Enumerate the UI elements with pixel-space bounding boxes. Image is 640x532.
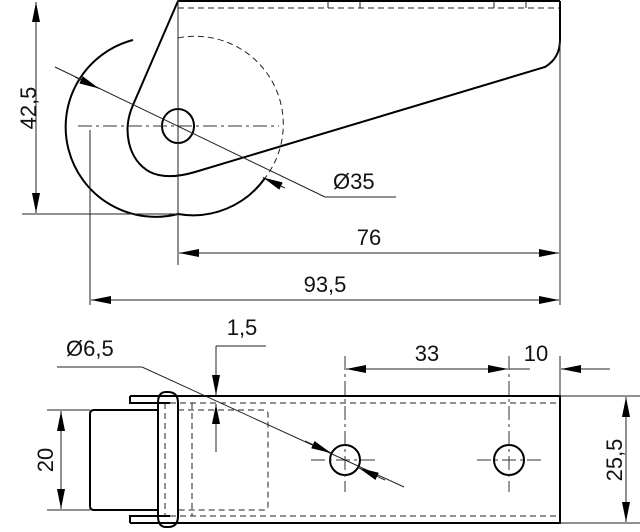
leader-wheel-diameter [54,66,326,198]
bracket-flanges [129,395,170,524]
dim-label-overall-length: 93,5 [304,272,347,297]
wheel-outline [64,39,266,218]
dim-label-height: 42,5 [16,87,41,130]
dim-label-wheel-width: 20 [33,448,58,472]
bracket-arm-outline [126,0,561,178]
bracket-fold [157,391,179,528]
dim-label-hole-spacing: 33 [415,341,439,366]
dim-label-hole-diameter: Ø6,5 [66,336,114,361]
dim-label-axle-to-end: 76 [357,225,381,250]
top-view: 33 10 25,5 20 1,5 Ø6,5 [33,315,640,528]
arrow [304,440,332,454]
dim-label-wheel-diameter: Ø35 [333,169,375,194]
dim-label-plate-width: 25,5 [602,439,627,482]
plate-outline [166,395,561,524]
arrow [262,177,286,190]
leader-hole-diameter [57,366,405,488]
plate-ticks [327,1,527,8]
wheel-hidden-outline [177,35,284,179]
arrow [358,467,386,481]
dim-label-thickness: 1,5 [227,315,258,340]
wheel-outline-top [89,409,158,511]
side-view: 42,5 Ø35 76 93,5 [16,0,561,305]
dim-label-hole-to-end: 10 [524,341,548,366]
arrow [74,76,100,89]
